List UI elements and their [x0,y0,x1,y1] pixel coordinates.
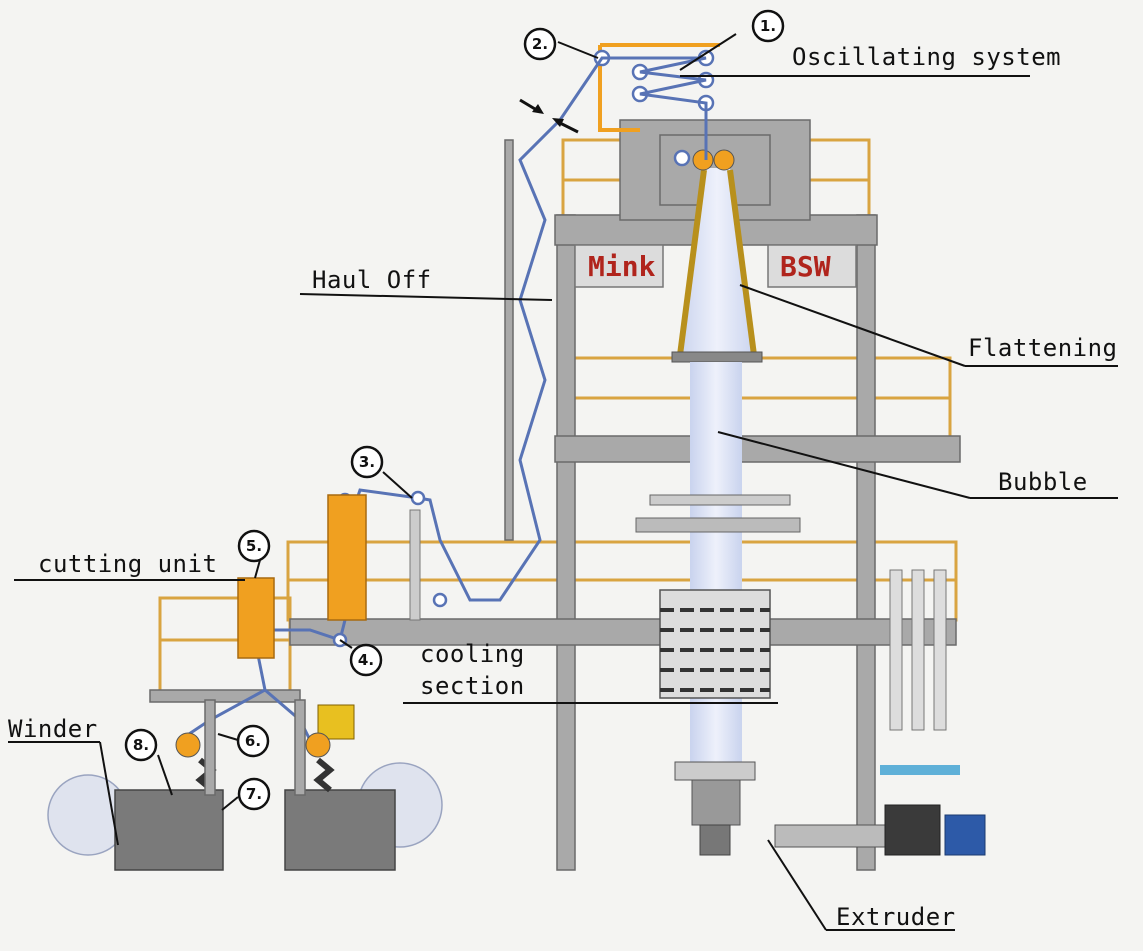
direction-arrows [519,98,579,134]
process-units [237,494,421,740]
brand-panels: Mink BSW [574,244,857,288]
marker-6: 6. [236,724,270,758]
winders [47,699,443,871]
oscillating-unit [593,43,720,167]
label-cutting-unit: cutting unit [38,550,217,578]
label-cooling: cooling [420,640,525,668]
brand-bsw: BSW [780,250,831,283]
tower-frame [149,119,961,871]
label-winder: Winder [8,715,98,743]
brand-mink: Mink [588,250,656,283]
label-extruder: Extruder [836,903,956,931]
svg-text:2.: 2. [532,35,548,53]
svg-text:4.: 4. [358,651,374,669]
label-haul-off: Haul Off [312,266,432,294]
bubble-assembly [635,149,801,762]
marker-5: 5. [237,529,271,563]
extruder-unit [674,569,986,856]
marker-8: 8. [124,728,158,762]
svg-text:7.: 7. [246,785,262,803]
svg-text:8.: 8. [133,736,149,754]
svg-text:6.: 6. [245,732,261,750]
label-bubble: Bubble [998,468,1088,496]
label-section: section [420,672,525,700]
marker-4: 4. [349,643,383,677]
marker-7: 7. [237,777,271,811]
leader-lines [8,33,1118,931]
svg-text:1.: 1. [760,17,776,35]
label-flattening: Flattening [968,334,1118,362]
marker-2: 2. [523,27,557,61]
svg-text:5.: 5. [246,537,262,555]
svg-text:3.: 3. [359,453,375,471]
marker-1: 1. [751,9,785,43]
marker-3: 3. [350,445,384,479]
label-oscillating-system: Oscillating system [792,43,1061,71]
